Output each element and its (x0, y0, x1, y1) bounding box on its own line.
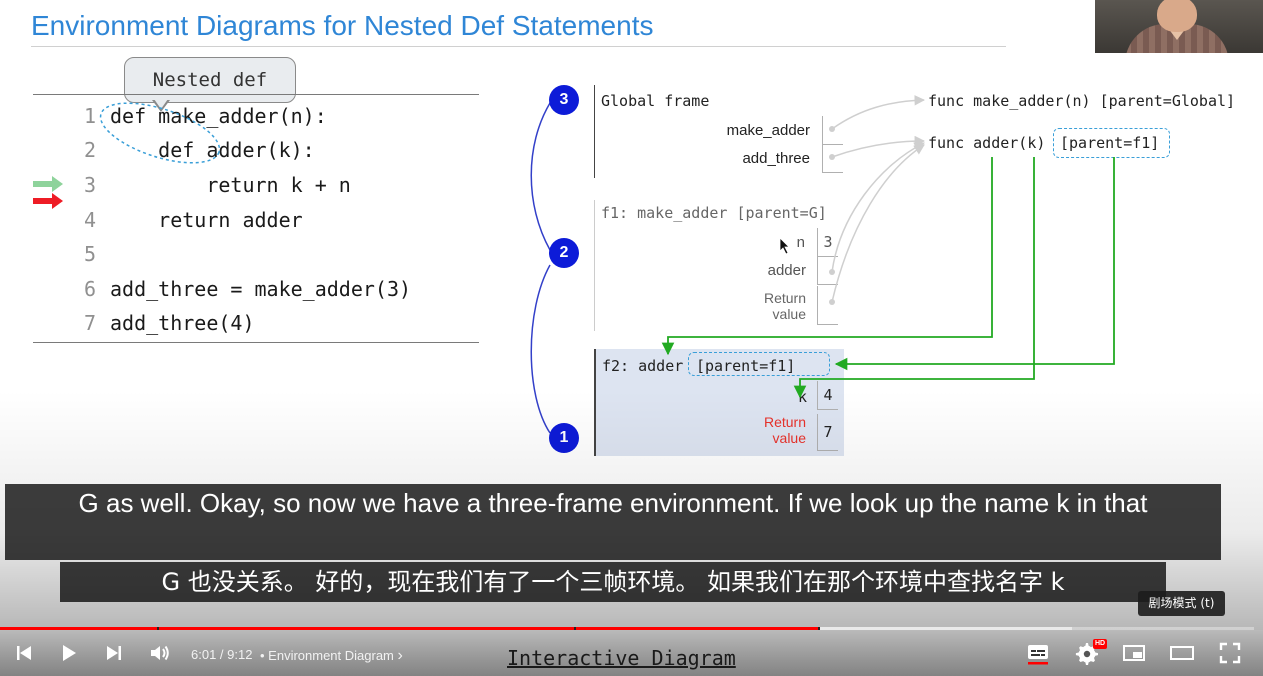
title-divider (31, 46, 1006, 47)
code-line-1: 1 def make_adder(n): (60, 104, 327, 128)
subtitles-button[interactable] (1020, 630, 1056, 676)
global-var-make-adder: make_adder (726, 122, 810, 139)
green-lookup-arrows (661, 157, 1115, 399)
chevron-right-icon: › (397, 647, 403, 664)
settings-button[interactable] (1068, 630, 1104, 676)
global-frame-label: Global frame (601, 92, 710, 110)
hd-badge: HD (1093, 639, 1108, 649)
callout-tail-fill (154, 99, 168, 109)
play-icon (63, 645, 76, 661)
code-text: def make_adder(n): (110, 104, 327, 128)
chapter-marker (817, 627, 820, 630)
nested-def-highlight (99, 102, 221, 164)
mute-button[interactable] (142, 630, 178, 676)
previous-line-arrow-icon (33, 176, 63, 192)
code-bottom-rule (33, 342, 479, 343)
line-number: 3 (83, 173, 96, 197)
progress-played (0, 627, 821, 630)
nested-def-callout: Nested def (124, 57, 296, 103)
global-cell-add-three (822, 144, 843, 173)
theater-mode-tooltip: 剧场模式 (t) (1138, 591, 1225, 616)
step-connectors (530, 102, 551, 434)
f2-return-label: Return value (763, 414, 806, 446)
step-3-badge: 3 (549, 85, 579, 115)
frame-f2-label: f2: adder (602, 357, 684, 375)
frame-f2-parent: [parent=f1] (696, 357, 796, 375)
fullscreen-button[interactable] (1212, 630, 1248, 676)
code-line-7: 7 add_three(4) (60, 311, 255, 335)
line-number: 1 (83, 104, 96, 128)
global-cell-make-adder (822, 116, 843, 145)
time-display: 6:01 / 9:12 (191, 647, 253, 662)
code-line-5: 5 (60, 242, 110, 266)
presenter-webcam (1095, 0, 1263, 53)
adder-parent-highlight (1053, 128, 1170, 158)
interactive-diagram-link[interactable]: Interactive Diagram (507, 646, 736, 670)
f1-cell-return (817, 286, 838, 325)
chapter-title: • Environment Diagram (260, 648, 394, 663)
next-button[interactable] (96, 630, 132, 676)
subtitles-icon (1028, 645, 1048, 665)
gray-pointer-arrows (831, 95, 926, 303)
theater-mode-icon (1170, 646, 1194, 660)
volume-icon (151, 645, 169, 661)
presenter-head (1157, 0, 1197, 32)
gear-icon (1075, 643, 1098, 665)
global-frame-border (594, 85, 595, 178)
f1-cell-n: 3 (817, 228, 838, 257)
caption-english: G as well. Okay, so now we have a three-… (5, 484, 1221, 560)
f1-var-n: n (796, 234, 805, 251)
line-number: 5 (83, 242, 96, 266)
mouse-cursor-icon (779, 237, 790, 255)
func-adder-object: func adder(k) (928, 134, 1046, 152)
f2-parent-highlight (688, 352, 830, 376)
previous-button[interactable] (6, 630, 42, 676)
f2-cell-return: 7 (817, 414, 838, 451)
code-text: return k + n (110, 173, 351, 197)
line-number: 4 (83, 208, 96, 232)
global-var-add-three: add_three (742, 150, 810, 167)
frame-f2-background (594, 349, 844, 456)
chapter-title-button[interactable]: • Environment Diagram › (260, 647, 403, 665)
play-button[interactable] (51, 630, 87, 676)
step-2-badge: 2 (549, 238, 579, 268)
slide-title: Environment Diagrams for Nested Def Stat… (31, 10, 654, 41)
miniplayer-icon (1123, 645, 1145, 661)
f2-cell-k: 4 (817, 381, 838, 410)
skip-previous-icon (17, 646, 31, 660)
code-text: add_three = make_adder(3) (110, 277, 412, 301)
diagram-pointers (530, 95, 1115, 434)
line-number: 6 (83, 277, 96, 301)
chapter-marker (574, 627, 577, 630)
skip-next-icon (107, 646, 121, 660)
code-text: def adder(k): (110, 138, 315, 162)
chapter-marker (156, 627, 159, 630)
func-adder-parent: [parent=f1] (1060, 134, 1160, 152)
caption-chinese: G 也没关系。 好的，现在我们有了一个三帧环境。 如果我们在那个环境中查找名字 … (60, 562, 1166, 602)
fullscreen-icon (1219, 642, 1241, 664)
next-line-arrow-icon (33, 193, 63, 209)
line-number: 7 (83, 311, 96, 335)
theater-mode-button[interactable] (1164, 630, 1200, 676)
f1-cell-adder (817, 256, 838, 285)
code-line-4: 4 return adder (60, 208, 303, 232)
code-line-2: 2 def adder(k): (60, 138, 315, 162)
code-top-rule (33, 94, 479, 95)
code-text: return adder (110, 208, 303, 232)
step-1-badge: 1 (549, 423, 579, 453)
f1-var-adder: adder (767, 262, 806, 279)
func-make-adder-object: func make_adder(n) [parent=Global] (928, 92, 1236, 110)
frame-f1-border (594, 200, 595, 331)
code-annotations (33, 102, 221, 209)
code-line-3: 3 return k + n (60, 173, 351, 197)
frame-f1-label: f1: make_adder [parent=G] (601, 204, 827, 222)
progress-bar[interactable] (0, 627, 1254, 630)
f1-return-label: Return value (763, 290, 806, 322)
line-number: 2 (83, 138, 96, 162)
code-line-6: 6 add_three = make_adder(3) (60, 277, 411, 301)
code-text: add_three(4) (110, 311, 255, 335)
miniplayer-button[interactable] (1116, 630, 1152, 676)
player-controls: 6:01 / 9:12 • Environment Diagram › Inte… (0, 630, 1263, 676)
